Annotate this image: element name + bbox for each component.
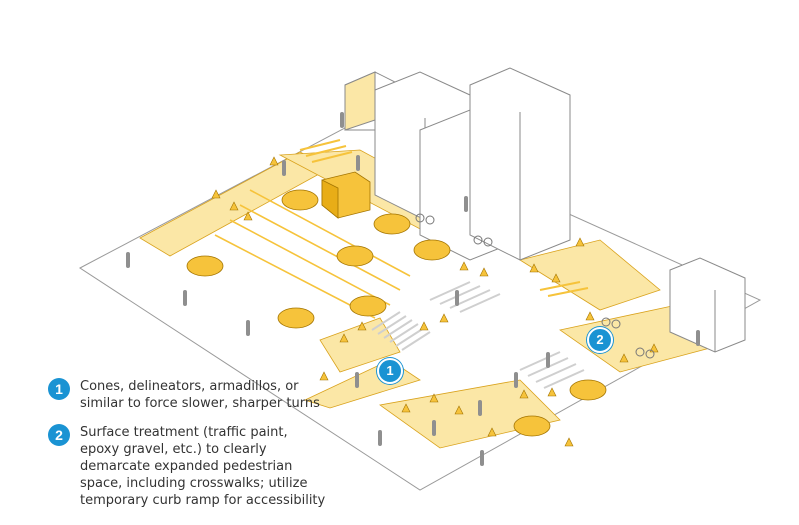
legend-text-1: Cones, delineators, armadillos, or simil… [80,379,320,411]
crosswalk-ne [299,139,589,297]
legend-number-2: 2 [48,424,70,446]
cyclist-icon [415,213,655,359]
sidewalk-treatment-s [378,379,561,449]
pedestrian-icon [126,112,700,466]
callout-2: 2 [587,327,613,353]
sidewalk-treatment-ne [518,239,661,311]
legend-number-1: 1 [48,378,70,400]
legend-text-2: Surface treatment (traffic paint, epoxy … [80,425,326,508]
traffic-cone-icon [211,156,659,447]
legend-item-1: 1 Cones, delineators, armadillos, or sim… [48,378,328,412]
truck-icon [321,171,371,219]
street-ground [79,119,762,491]
legend: 1 Cones, delineators, armadillos, or sim… [48,378,328,521]
lane-lines [214,189,411,319]
crosswalk-east [519,351,585,389]
building-icon [344,67,746,353]
car-icon [186,189,607,437]
callout-1: 1 [377,358,403,384]
crosswalk-west [371,311,431,351]
legend-item-2: 2 Surface treatment (traffic paint, epox… [48,424,328,509]
